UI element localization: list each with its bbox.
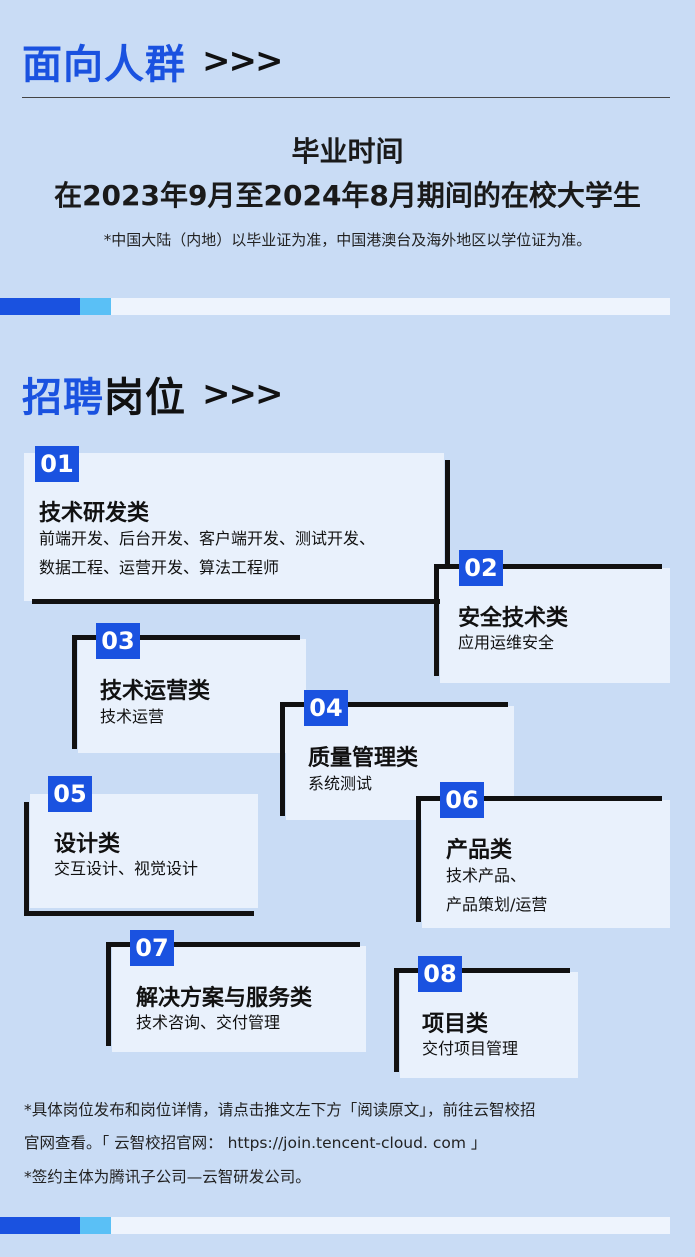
position-title: 项目类: [422, 1012, 489, 1037]
position-card-07: 07 解决方案与服务类 技术咨询、交付管理: [106, 930, 368, 1052]
section-title-blue: 面向人群: [22, 42, 186, 88]
graduation-note: *中国大陆（内地）以毕业证为准，中国港澳台及海外地区以学位证为准。: [103, 231, 592, 249]
position-number: 02: [459, 550, 503, 586]
position-title: 技术研发类: [39, 501, 150, 526]
footer-note-3: *签约主体为腾讯子公司—云智研发公司。: [24, 1168, 311, 1186]
position-title: 技术运营类: [100, 679, 211, 704]
position-desc: 技术产品、: [446, 866, 527, 885]
arrows-icon: >>>: [202, 374, 283, 414]
position-card-01: 01 技术研发类 前端开发、后台开发、客户端开发、测试开发、 数据工程、运营开发…: [24, 443, 452, 611]
position-title: 质量管理类: [308, 746, 419, 771]
position-number: 08: [418, 956, 462, 992]
position-card-08: 08 项目类 交付项目管理: [394, 956, 578, 1078]
footer-note-1: *具体岗位发布和岗位详情，请点击推文左下方「阅读原文」，前往云智校招: [24, 1101, 536, 1119]
section-title-blue: 招聘: [22, 375, 104, 421]
position-number: 03: [96, 623, 140, 659]
position-desc: 前端开发、后台开发、客户端开发、测试开发、: [39, 529, 376, 548]
progress-bar: [0, 298, 670, 315]
progress-bar: [0, 1217, 670, 1234]
position-desc: 交付项目管理: [422, 1039, 519, 1058]
arrows-icon: >>>: [202, 41, 283, 81]
position-number: 01: [35, 446, 79, 482]
position-card-05: 05 设计类 交互设计、视觉设计: [24, 776, 262, 920]
position-card-06: 06 产品类 技术产品、 产品策划/运营: [416, 782, 670, 930]
position-number: 06: [440, 782, 484, 818]
graduation-period: 在2023年9月至2024年8月期间的在校大学生: [54, 179, 641, 212]
position-desc: 应用运维安全: [458, 633, 555, 652]
position-card-04: 04 质量管理类 系统测试: [280, 690, 514, 822]
position-title: 安全技术类: [458, 606, 569, 631]
section-title-black: 岗位: [104, 375, 186, 421]
position-desc: 系统测试: [308, 774, 373, 793]
position-desc: 产品策划/运营: [446, 895, 548, 914]
position-card-03: 03 技术运营类 技术运营: [72, 623, 308, 755]
position-desc: 数据工程、运营开发、算法工程师: [39, 558, 280, 577]
position-title: 设计类: [54, 832, 121, 857]
position-desc: 技术运营: [100, 707, 165, 726]
position-number: 05: [48, 776, 92, 812]
position-title: 产品类: [446, 838, 513, 863]
section-title-positions: 招聘 岗位 >>>: [22, 365, 283, 423]
position-card-02: 02 安全技术类 应用运维安全: [434, 550, 670, 683]
section-title-audience: 面向人群 >>>: [22, 32, 283, 90]
graduation-heading: 毕业时间: [291, 135, 404, 168]
footer-note-2: 官网查看。「 云智校招官网： https://join.tencent-clou…: [24, 1134, 487, 1152]
position-desc: 交互设计、视觉设计: [54, 859, 199, 878]
position-number: 04: [304, 690, 348, 726]
position-number: 07: [130, 930, 174, 966]
divider: [22, 97, 670, 98]
position-desc: 技术咨询、交付管理: [136, 1013, 281, 1032]
position-title: 解决方案与服务类: [136, 986, 313, 1011]
